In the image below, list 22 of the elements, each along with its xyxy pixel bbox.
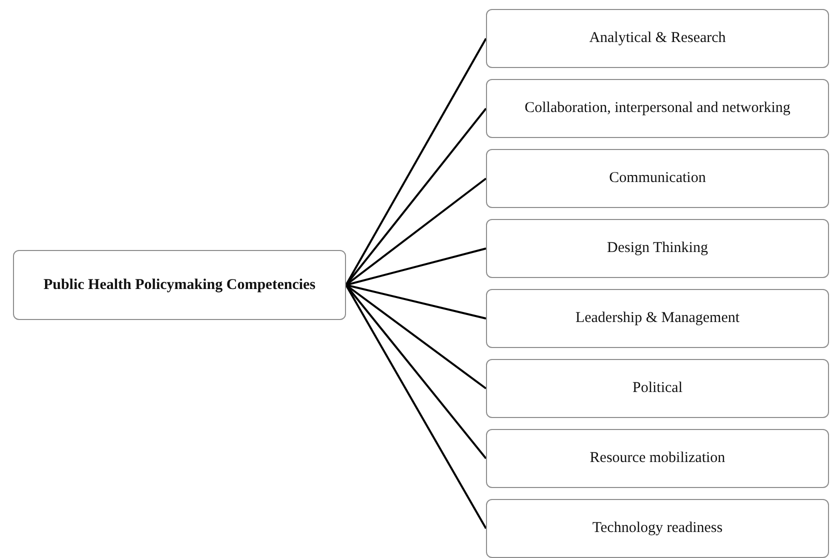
competency-box <box>486 219 829 278</box>
competency-box <box>486 149 829 208</box>
node-label: Leadership & Management <box>575 310 740 327</box>
competency-box <box>486 9 829 68</box>
node-label: Technology readiness <box>592 520 723 537</box>
competency-box <box>486 359 829 418</box>
connector-line <box>346 284 486 320</box>
node-label: Public Health Policymaking Competencies <box>43 276 316 294</box>
competency-box <box>486 429 829 488</box>
root-box <box>13 250 346 320</box>
competency-box <box>486 79 829 138</box>
node-label: Political <box>632 380 682 397</box>
node-label: Resource mobilization <box>590 450 726 467</box>
node-label: Analytical & Research <box>589 30 726 47</box>
connector-line <box>345 38 487 286</box>
competency-box <box>486 499 829 558</box>
competency-box <box>486 289 829 348</box>
node-label: Communication <box>609 170 706 187</box>
connector-line <box>345 284 487 529</box>
node-label: Design Thinking <box>607 240 708 257</box>
node-label: Collaboration, interpersonal and networking <box>524 100 790 117</box>
connector-line <box>346 248 486 286</box>
